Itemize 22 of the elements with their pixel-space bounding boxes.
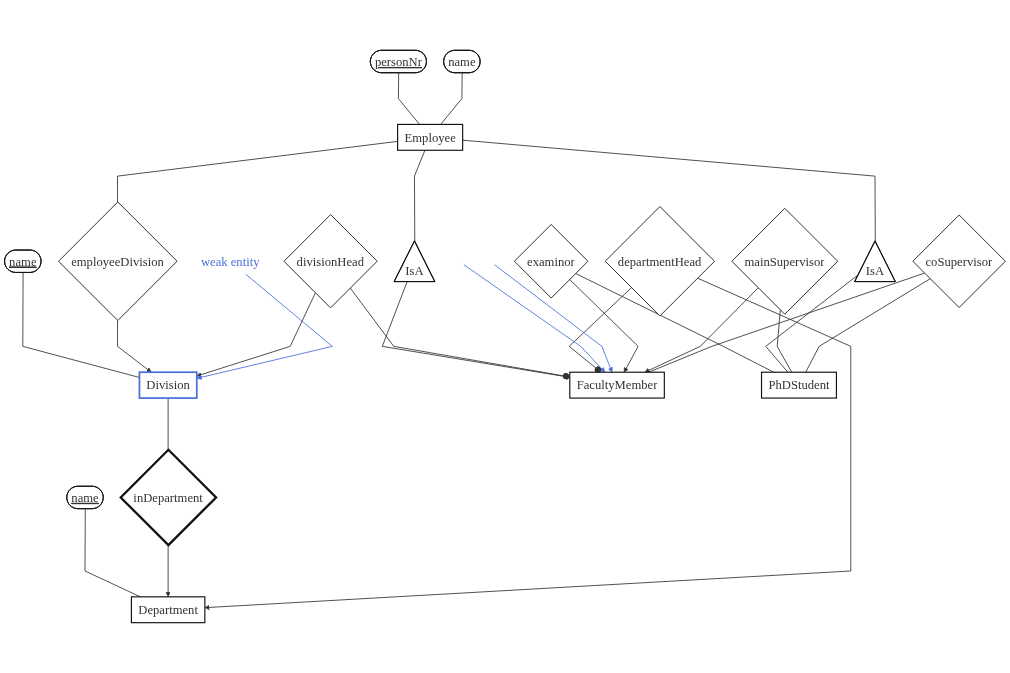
connector [397,72,420,125]
connector [167,397,169,451]
connector [440,72,463,125]
node-text: weak entity [200,254,260,269]
connector [776,309,793,373]
node-diamond: employeeDivision [58,201,178,321]
connector [648,272,925,373]
node-diamond: divisionHead [283,214,378,309]
connector [22,272,140,378]
node-diamond: examinor [513,224,589,299]
node-diamond: coSupervisor [912,214,1006,308]
node-box: FacultyMember [569,371,665,399]
node-diamond: mainSupervisor [731,207,839,315]
node-box: Employee [397,123,464,151]
connector [462,139,876,242]
node-diamond: departmentHead [604,206,715,317]
node-box: Department [130,596,206,624]
connector [414,149,426,242]
node-box: Division [138,371,198,399]
node-diamond: inDepartment [119,448,218,547]
node-box: PhDStudent [760,371,837,399]
connector [805,278,931,373]
